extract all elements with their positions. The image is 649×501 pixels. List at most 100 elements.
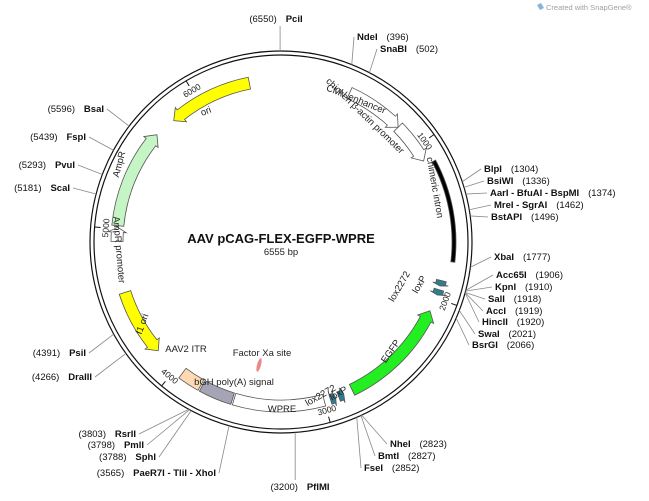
site-position: (5439) — [30, 132, 57, 143]
site-hincii[interactable]: HincII (1920) — [464, 292, 544, 329]
site-pflmi[interactable]: (3200) PflMI — [270, 432, 330, 494]
factor-xa-mark — [256, 358, 262, 372]
site-leader-line — [360, 415, 376, 457]
site-name: BsrGI — [472, 340, 498, 351]
site-mrei-sgrai[interactable]: MreI - SgrAI (1462) — [469, 195, 584, 212]
site-label: (4266) DraIII — [32, 367, 92, 384]
site-acci[interactable]: AccI (1919) — [464, 292, 542, 318]
site-fsei[interactable]: FseI (2852) — [356, 417, 420, 475]
feature-lox2272 — [328, 390, 337, 407]
backbone-outer — [89, 50, 473, 434]
site-position: (5596) — [48, 104, 75, 115]
site-name: FseI — [364, 463, 383, 474]
backbone-inner — [93, 54, 469, 430]
site-pmli[interactable]: (3798) PmlI — [88, 409, 190, 452]
site-leader-line — [77, 164, 103, 175]
site-bmti[interactable]: BmtI (2827) — [360, 415, 436, 463]
site-position: (2021) — [509, 329, 536, 340]
site-leader-line — [94, 353, 127, 378]
site-label: AccI (1919) — [486, 301, 542, 318]
site-position: (1918) — [514, 294, 541, 305]
site-name: AccI — [486, 306, 506, 317]
site-label: (5596) BsaI — [48, 99, 104, 116]
site-name: SnaBI — [380, 44, 407, 55]
site-label: (6550) PciI — [249, 9, 302, 26]
site-sali[interactable]: SalI (1918) — [465, 289, 541, 306]
site-swai[interactable]: SwaI (2021) — [458, 310, 536, 341]
site-position: (2823) — [419, 439, 446, 450]
site-leader-line — [469, 204, 492, 211]
site-label: (3788) SphI — [99, 447, 156, 464]
site-pcii[interactable]: (6550) PciI — [249, 9, 303, 52]
site-label: (5439) FspI — [30, 127, 86, 144]
site-label: (3803) RsrII — [79, 424, 136, 441]
site-leader-line — [465, 192, 488, 195]
tick-mark — [161, 380, 166, 387]
site-snabi[interactable]: SnaBI (502) — [369, 39, 438, 73]
feature-egfp — [348, 310, 435, 396]
site-leader-line — [458, 310, 476, 335]
site-label: FseI (2852) — [364, 458, 419, 475]
site-label: (3200) PflMI — [270, 477, 329, 494]
site-position: (5181) — [14, 183, 41, 194]
site-label: HincII (1920) — [482, 312, 544, 329]
site-label: (3798) PmlI — [88, 435, 144, 452]
site-psii[interactable]: (4391) PsiI — [33, 333, 114, 360]
site-label: BstAPI (1496) — [491, 207, 559, 224]
site-name: PmlI — [124, 440, 144, 451]
site-label: BlpI (1304) — [484, 159, 538, 176]
site-leader-line — [72, 187, 97, 195]
site-name: MreI - SgrAI — [494, 200, 547, 211]
site-position: (1920) — [517, 317, 544, 328]
site-acc65i[interactable]: Acc65I (1906) — [465, 265, 563, 291]
site-scai[interactable]: (5181) ScaI — [14, 178, 97, 195]
feature-lox2272 — [430, 287, 446, 297]
site-kpni[interactable]: KpnI (1910) — [465, 277, 553, 294]
site-position: (6550) — [249, 14, 276, 25]
site-position: (1496) — [531, 212, 558, 223]
feature-label: lox2272 — [387, 270, 413, 304]
feature-bgh-poly-a-signal — [198, 380, 235, 405]
site-xbai[interactable]: XbaI (1777) — [470, 247, 550, 268]
site-bsiwi[interactable]: BsiWI (1336) — [463, 171, 550, 188]
site-label: (3565) PaeR7I - TliI - XhoI — [97, 463, 216, 480]
feature-label: AAV2 ITR — [165, 344, 207, 355]
site-label: (5181) ScaI — [14, 178, 70, 195]
site-bsai[interactable]: (5596) BsaI — [48, 99, 130, 127]
site-ndei[interactable]: NdeI (396) — [351, 27, 409, 65]
site-position: (3798) — [88, 440, 115, 451]
snapgene-logo-icon — [537, 3, 544, 10]
site-label: (4391) PsiI — [33, 343, 86, 360]
site-sphi[interactable]: (3788) SphI — [99, 410, 192, 464]
plasmid-size: 6555 bp — [264, 247, 298, 258]
site-position: (1906) — [536, 270, 563, 281]
site-name: PvuI — [55, 160, 75, 171]
site-name: BlpI — [484, 164, 502, 175]
site-position: (4391) — [33, 348, 60, 359]
site-blpi[interactable]: BlpI (1304) — [462, 159, 538, 183]
site-position: (2827) — [408, 451, 435, 462]
site-leader-line — [465, 292, 486, 300]
inner-mark-label: Factor Xa site — [233, 348, 292, 359]
site-paer7i-tlii-xhoi[interactable]: (3565) PaeR7I - TliI - XhoI — [97, 425, 230, 480]
site-nhei[interactable]: NheI (2823) — [361, 414, 447, 451]
site-name: NheI — [390, 439, 411, 450]
site-fspi[interactable]: (5439) FspI — [30, 127, 114, 151]
site-label: BsrGI (2066) — [472, 335, 534, 352]
site-aari-bfuai-bspmi[interactable]: AarI - BfuAI - BspMI (1374) — [465, 183, 616, 200]
tick-mark — [185, 80, 190, 87]
site-pvui[interactable]: (5293) PvuI — [19, 155, 103, 175]
site-bsrgi[interactable]: BsrGI (2066) — [455, 317, 534, 352]
site-position: (1462) — [556, 200, 583, 211]
site-bstapi[interactable]: BstAPI (1496) — [470, 207, 559, 224]
site-name: AarI - BfuAI - BspMI — [490, 188, 579, 199]
site-name: BsaI — [84, 104, 104, 115]
feature-label: chimeric intron — [424, 156, 446, 219]
site-rsrii[interactable]: (3803) RsrII — [79, 408, 189, 441]
feature-ampr-promoter — [108, 226, 128, 242]
site-name: PciI — [286, 14, 303, 25]
site-draiii[interactable]: (4266) DraIII — [32, 353, 127, 384]
site-leader-line — [470, 215, 489, 218]
feature-wpre — [231, 392, 327, 413]
site-name: NdeI — [357, 32, 378, 43]
